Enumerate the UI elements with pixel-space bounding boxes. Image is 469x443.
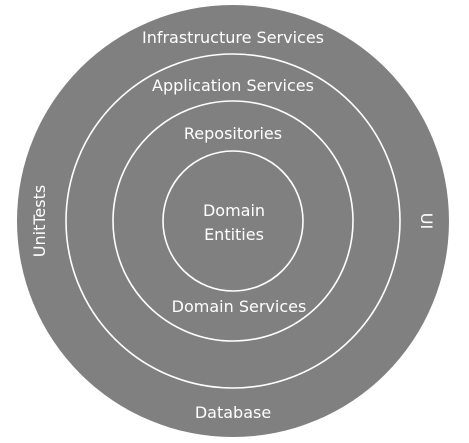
label-unittests: UnitTests <box>30 185 49 257</box>
label-domain-services: Domain Services <box>172 297 307 316</box>
label-entities: Entities <box>204 225 264 244</box>
label-domain: Domain <box>203 201 265 220</box>
label-repositories: Repositories <box>184 124 282 143</box>
label-application-services: Application Services <box>152 76 314 95</box>
label-ui: UI <box>417 213 436 229</box>
label-infrastructure-services: Infrastructure Services <box>142 28 324 47</box>
domain-entities-core <box>162 150 304 292</box>
label-database: Database <box>195 403 271 422</box>
